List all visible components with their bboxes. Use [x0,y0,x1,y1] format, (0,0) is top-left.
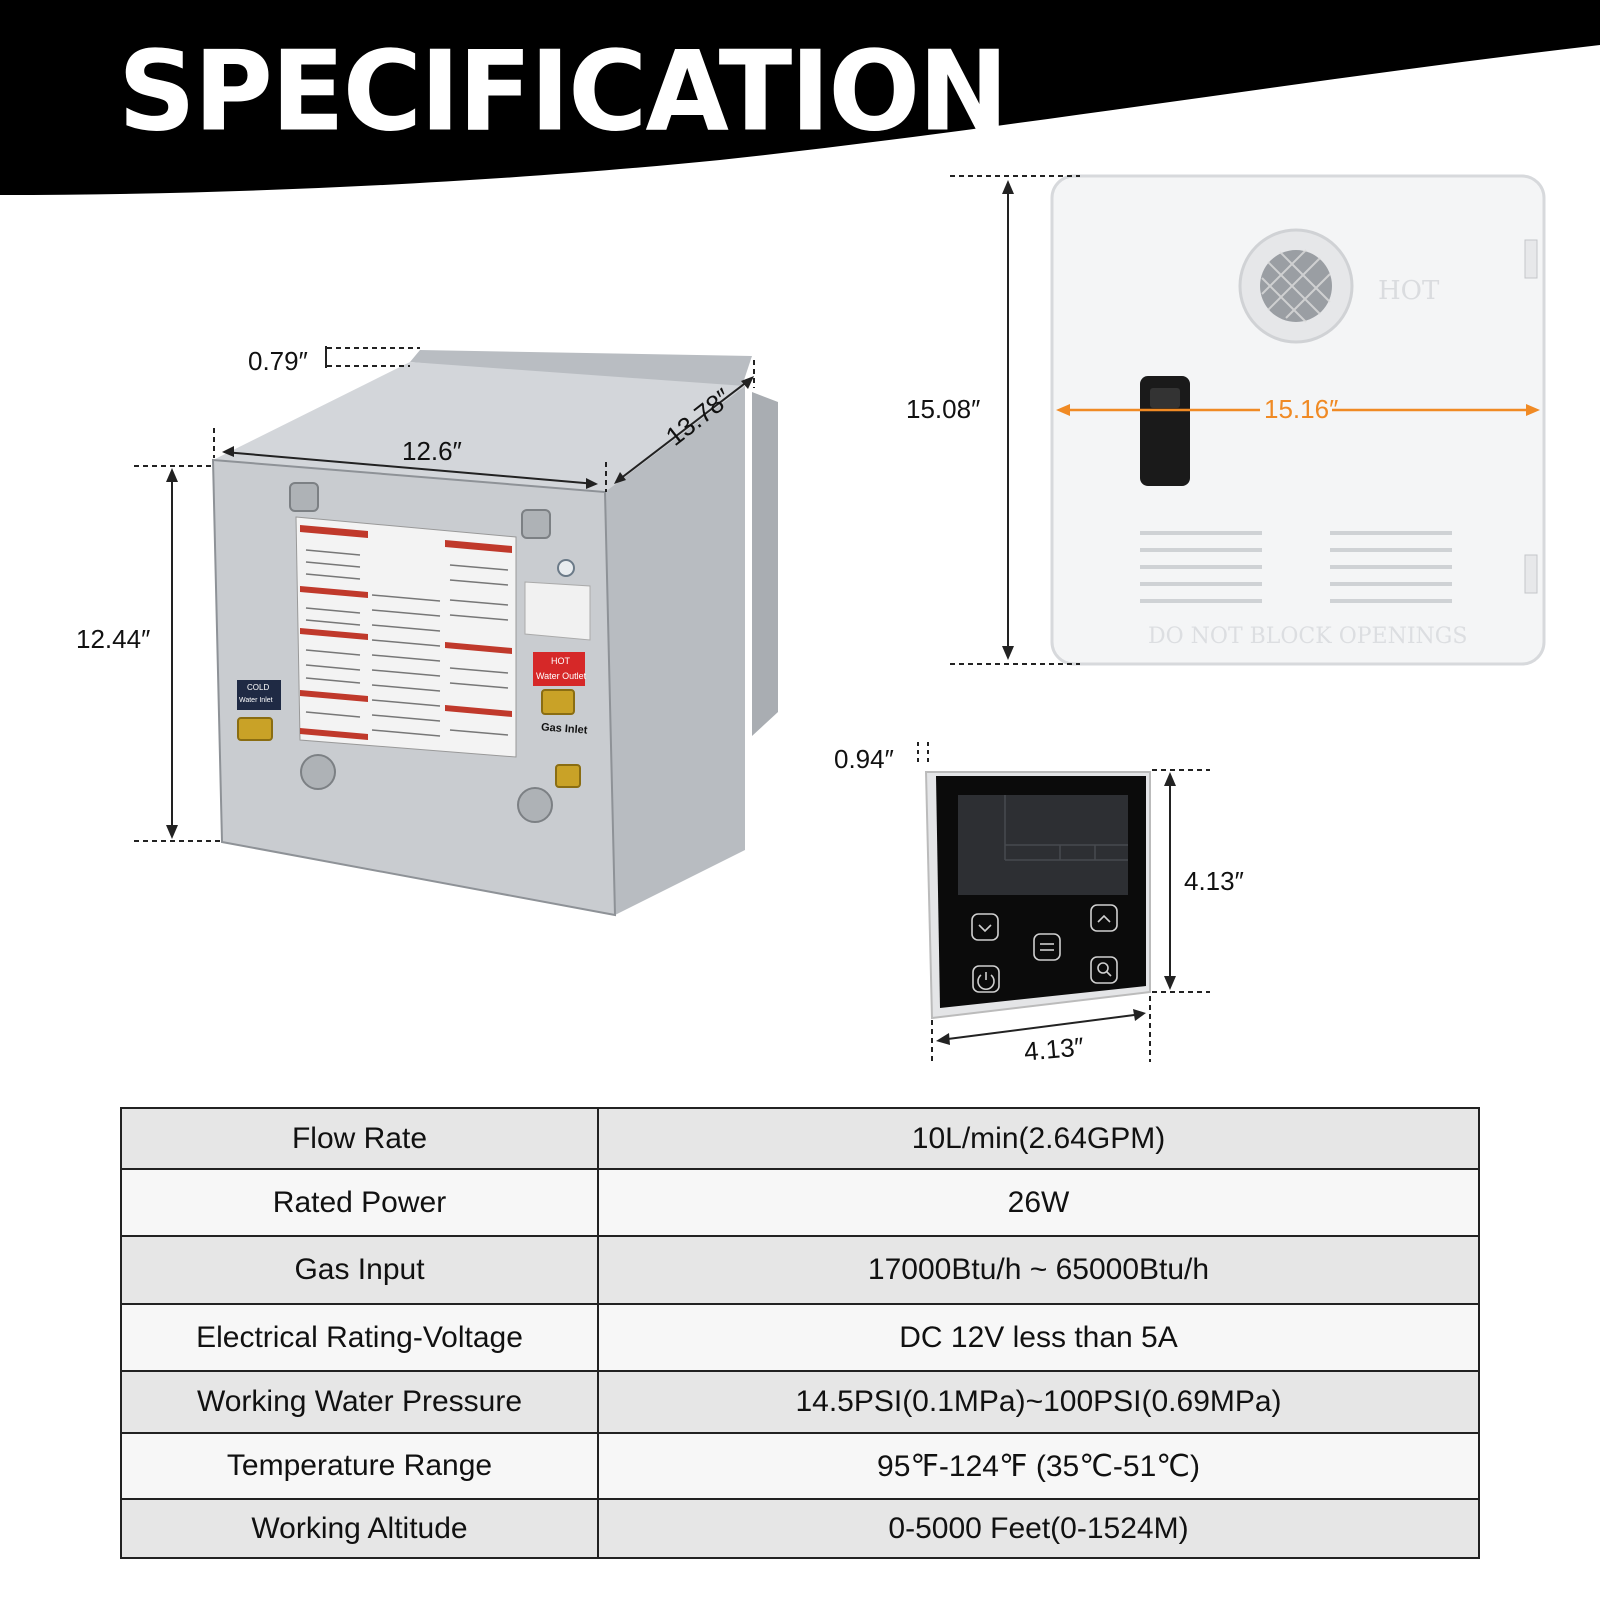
hot-badge-label: HOT [551,656,570,666]
specification-table: Flow Rate 10L/min(2.64GPM) Rated Power 2… [120,1107,1480,1559]
spec-row-temperature-range: Temperature Range 95℉-124℉ (35℃-51℃) [120,1432,1480,1500]
spec-row-working-altitude: Working Altitude 0-5000 Feet(0-1524M) [120,1498,1480,1559]
remote-height-dimension: 4.13″ [1184,866,1244,896]
door-width-dimension: 15.16″ [1264,394,1339,424]
cold-badge-label: COLD [247,683,270,692]
door-warning-label: DO NOT BLOCK OPENINGS [1148,624,1468,649]
spec-value: 17000Btu/h ~ 65000Btu/h [597,1235,1480,1305]
remote-dimension-lines [917,742,1210,1062]
spec-label: Flow Rate [120,1107,599,1170]
spec-value: 14.5PSI(0.1MPa)~100PSI(0.69MPa) [597,1370,1480,1434]
spec-row-water-pressure: Working Water Pressure 14.5PSI(0.1MPa)~1… [120,1370,1480,1434]
spec-label: Working Altitude [120,1498,599,1559]
spec-label: Rated Power [120,1168,599,1237]
spec-value: 95℉-124℉ (35℃-51℃) [597,1432,1480,1500]
spec-value: 10L/min(2.64GPM) [597,1107,1480,1170]
door-dimension-lines [950,175,1080,665]
heater-width-dimension: 12.6″ [402,436,462,466]
remote-depth-dimension: 0.94″ [834,744,894,774]
door-hot-label: HOT [1378,276,1440,306]
water-heater-unit [211,350,778,917]
door-height-dimension: 15.08″ [906,394,981,424]
spec-label: Gas Input [120,1235,599,1305]
spec-row-gas-input: Gas Input 17000Btu/h ~ 65000Btu/h [120,1235,1480,1305]
remote-controller [924,771,1151,1020]
heater-flange-dimension: 0.79″ [248,346,308,376]
header-banner [0,0,1600,195]
spec-label: Working Water Pressure [120,1370,599,1434]
product-illustrations [134,174,1546,1062]
spec-row-rated-power: Rated Power 26W [120,1168,1480,1237]
cold-badge-sublabel: Water Inlet [239,697,273,704]
exterior-door [1050,174,1546,666]
spec-row-flow-rate: Flow Rate 10L/min(2.64GPM) [120,1107,1480,1170]
spec-label: Electrical Rating-Voltage [120,1303,599,1372]
remote-width-dimension: 4.13″ [1022,1031,1085,1067]
spec-value: DC 12V less than 5A [597,1303,1480,1372]
spec-label: Temperature Range [120,1432,599,1500]
spec-value: 0-5000 Feet(0-1524M) [597,1498,1480,1559]
spec-value: 26W [597,1168,1480,1237]
heater-dimension-lines [134,346,755,842]
spec-row-electrical-rating: Electrical Rating-Voltage DC 12V less th… [120,1303,1480,1372]
page-title: SPECIFICATION [118,28,1009,157]
heater-height-dimension: 12.44″ [76,624,151,654]
hot-badge-sublabel: Water Outlet [536,671,587,681]
